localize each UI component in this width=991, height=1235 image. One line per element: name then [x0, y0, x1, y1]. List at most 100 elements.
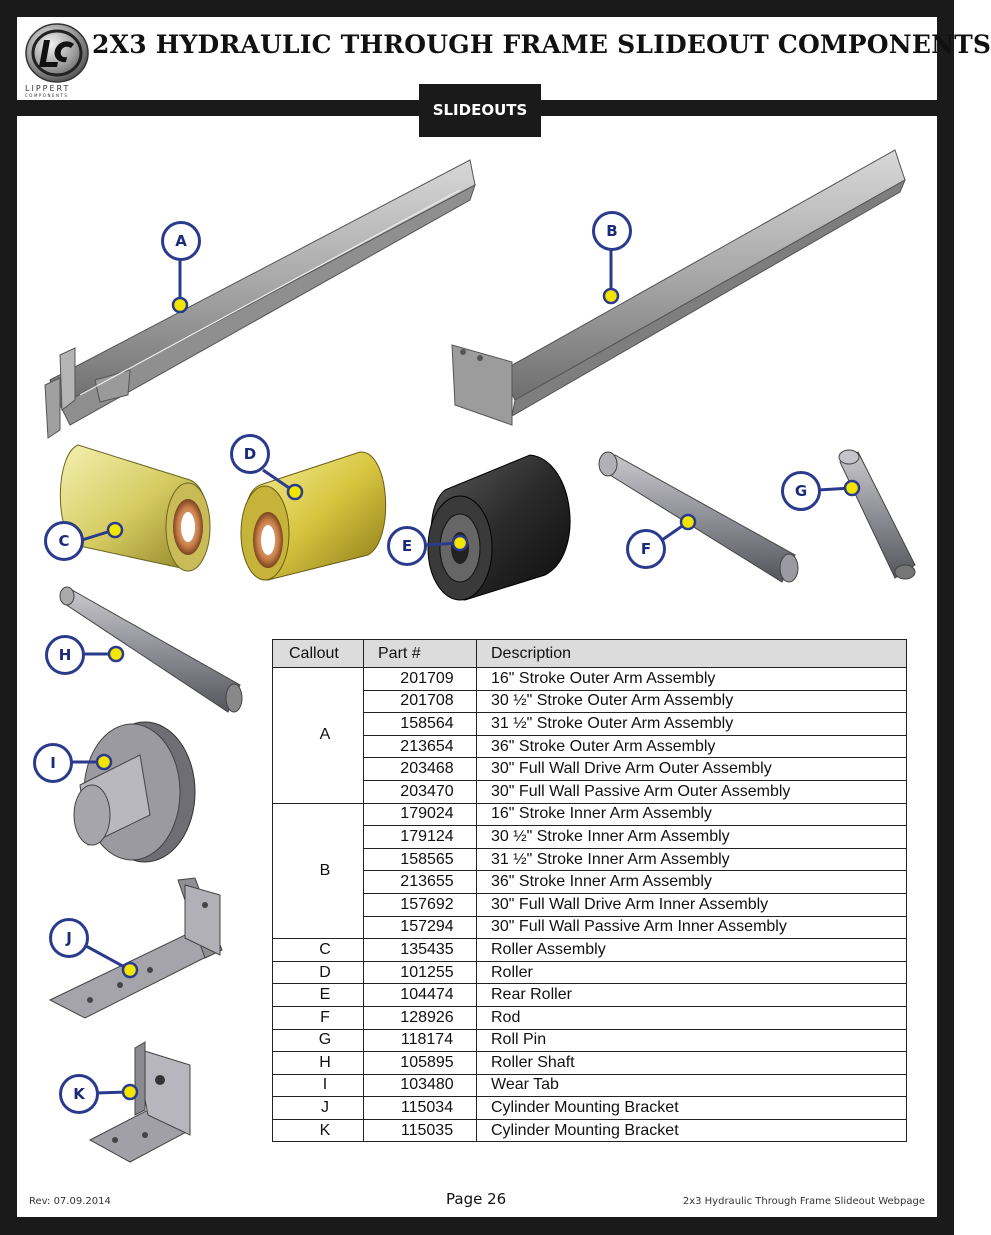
callout-cell: E	[272, 983, 364, 1007]
document-name: 2x3 Hydraulic Through Frame Slideout Web…	[682, 1196, 925, 1207]
callout-d: D	[230, 434, 270, 474]
callout-i: I	[33, 743, 73, 783]
description: 16" Stroke Inner Arm Assembly	[476, 802, 907, 827]
table-row: F 128926 Rod	[272, 1005, 907, 1030]
rod-illustration	[598, 451, 799, 583]
header-callout: Callout	[272, 639, 364, 668]
part-number: 179124	[363, 825, 477, 849]
table-header-row: Callout Part # Description	[272, 639, 907, 668]
part-number: 179024	[363, 802, 477, 827]
outer-arm-illustration	[44, 159, 476, 439]
part-number: 115035	[363, 1118, 477, 1143]
header-part-number: Part #	[363, 639, 477, 668]
table-row: E 104474 Rear Roller	[272, 983, 907, 1007]
callout-cell: B	[272, 802, 364, 940]
part-number: 203470	[363, 779, 477, 804]
table-row: 158564 31 ½" Stroke Outer Arm Assembly	[273, 712, 907, 736]
part-number: 105895	[363, 1051, 477, 1075]
header-description: Description	[476, 639, 907, 668]
description: 16" Stroke Outer Arm Assembly	[476, 667, 907, 691]
callout-k: K	[59, 1074, 99, 1114]
inner-arm-illustration	[451, 149, 907, 426]
description: Roller Shaft	[476, 1051, 907, 1075]
component-illustrations	[44, 149, 916, 1163]
table-row: 203470 30" Full Wall Passive Arm Outer A…	[273, 779, 907, 804]
description: Rod	[476, 1005, 907, 1030]
part-number: 128926	[363, 1005, 477, 1030]
table-row: 213655 36" Stroke Inner Arm Assembly	[273, 870, 907, 894]
callout-b: B	[592, 211, 632, 251]
roller-illustration	[240, 451, 387, 581]
callout-cell: D	[272, 960, 364, 985]
table-row: 203468 30" Full Wall Drive Arm Outer Ass…	[273, 757, 907, 781]
logo-subtext: COMPONENTS	[25, 93, 69, 98]
table-row: 213654 36" Stroke Outer Arm Assembly	[273, 734, 907, 759]
description: 30 ½" Stroke Outer Arm Assembly	[476, 689, 907, 714]
table-row: A 201709 16" Stroke Outer Arm Assembly	[272, 667, 907, 804]
table-row: K 115035 Cylinder Mounting Bracket	[272, 1118, 907, 1143]
roll-pin-illustration	[838, 449, 916, 580]
table-row: 157294 30" Full Wall Passive Arm Inner A…	[273, 915, 907, 940]
part-number: 158565	[363, 847, 477, 872]
table-row: H 105895 Roller Shaft	[272, 1051, 907, 1075]
logo-wordmark: LIPPERT	[25, 84, 71, 93]
table-row: G 118174 Roll Pin	[272, 1028, 907, 1053]
description: 30" Full Wall Passive Arm Inner Assembly	[476, 915, 907, 940]
part-number: 157294	[363, 915, 477, 940]
callout-cell: F	[272, 1005, 364, 1030]
callout-cell: J	[272, 1096, 364, 1120]
table-row: 179124 30 ½" Stroke Inner Arm Assembly	[273, 825, 907, 849]
part-number: 213654	[363, 734, 477, 759]
section-tab: SLIDEOUTS	[419, 84, 541, 137]
table-row: 158565 31 ½" Stroke Inner Arm Assembly	[273, 847, 907, 872]
callout-cell: K	[272, 1118, 364, 1143]
callout-h: H	[45, 635, 85, 675]
part-number: 118174	[363, 1028, 477, 1053]
description: 30" Full Wall Drive Arm Outer Assembly	[476, 757, 907, 781]
description: 30" Full Wall Passive Arm Outer Assembly	[476, 779, 907, 804]
part-number: 201708	[363, 689, 477, 714]
callout-e: E	[387, 526, 427, 566]
part-number: 213655	[363, 870, 477, 894]
table-row: C 135435 Roller Assembly	[272, 938, 907, 962]
description: 36" Stroke Inner Arm Assembly	[476, 870, 907, 894]
table-row: J 115034 Cylinder Mounting Bracket	[272, 1096, 907, 1120]
callout-cell: G	[272, 1028, 364, 1053]
description: Wear Tab	[476, 1073, 907, 1098]
part-number: 103480	[363, 1073, 477, 1098]
table-row: I 103480 Wear Tab	[272, 1073, 907, 1098]
part-number: 203468	[363, 757, 477, 781]
table-row: D 101255 Roller	[272, 960, 907, 985]
callout-c: C	[44, 521, 84, 561]
callout-j: J	[49, 918, 89, 958]
part-number: 101255	[363, 960, 477, 985]
table-row: 201708 30 ½" Stroke Outer Arm Assembly	[273, 689, 907, 714]
wear-tab-illustration	[73, 721, 196, 863]
roller-shaft-illustration	[59, 586, 243, 713]
part-number: 201709	[363, 667, 477, 691]
description: Roll Pin	[476, 1028, 907, 1053]
part-number: 158564	[363, 712, 477, 736]
lippert-logo-icon	[25, 23, 89, 83]
parts-table: Callout Part # Description A 201709 16" …	[272, 639, 907, 1143]
callout-f: F	[626, 529, 666, 569]
revision-date: Rev: 07.09.2014	[29, 1196, 111, 1207]
description: 31 ½" Stroke Outer Arm Assembly	[476, 712, 907, 736]
description: Cylinder Mounting Bracket	[476, 1118, 907, 1143]
cylinder-bracket-k-illustration	[88, 1041, 192, 1163]
callout-dots	[95, 287, 861, 1101]
part-number: 104474	[363, 983, 477, 1007]
callout-g: G	[781, 471, 821, 511]
part-number: 115034	[363, 1096, 477, 1120]
part-number: 157692	[363, 892, 477, 917]
description: Rear Roller	[476, 983, 907, 1007]
description: Roller Assembly	[476, 938, 907, 962]
table-row: B 179024 16" Stroke Inner Arm Assembly	[272, 802, 907, 940]
description: 30" Full Wall Drive Arm Inner Assembly	[476, 892, 907, 917]
description: Roller	[476, 960, 907, 985]
page-title: 2X3 HYDRAULIC THROUGH FRAME SLIDEOUT COM…	[92, 30, 991, 59]
callout-cell: H	[272, 1051, 364, 1075]
callout-cell: I	[272, 1073, 364, 1098]
rear-roller-illustration	[427, 454, 571, 601]
description: 36" Stroke Outer Arm Assembly	[476, 734, 907, 759]
